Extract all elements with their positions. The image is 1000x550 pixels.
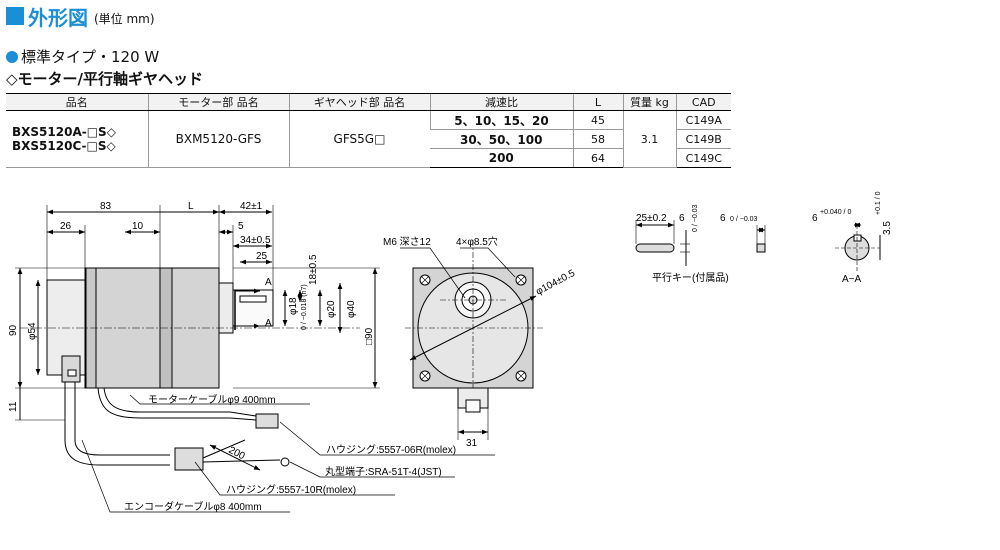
- dim-10: 10: [132, 221, 144, 232]
- gear-pilot: [218, 282, 234, 334]
- dim-83: 83: [100, 201, 112, 212]
- key-width: 6: [679, 213, 685, 224]
- th-ratio: 減速比: [429, 93, 573, 111]
- spec-table: 品名 モーター部 品名 ギヤヘッド部 品名 減速比 L 質量 kg CAD BX…: [6, 93, 731, 168]
- dim-sq90: □90: [364, 327, 375, 345]
- section-header: 外形図 (単位 mm): [6, 2, 155, 30]
- dim-L: L: [188, 201, 194, 212]
- aa-depth: 3.5: [882, 221, 893, 235]
- front-view: [400, 240, 545, 440]
- product-name-a: BXS5120A-□S◇: [12, 125, 116, 139]
- aa-width: 6: [812, 213, 818, 224]
- table-row: 200 64 C149C: [6, 148, 731, 168]
- th-mass: 質量 kg: [622, 93, 676, 111]
- product-cell: BXS5120A-□S◇ BXS5120C-□S◇: [6, 110, 148, 168]
- dim-26: 26: [60, 221, 72, 232]
- header-unit: (単位 mm): [94, 11, 155, 26]
- dim-phi18: φ18: [288, 297, 299, 315]
- parallel-key: [635, 220, 766, 266]
- cad-cell: C149C: [675, 148, 731, 168]
- th-motor: モーター部 品名: [147, 93, 289, 111]
- L-cell: 45: [572, 110, 623, 130]
- th-gearhead: ギヤヘッド部 品名: [288, 93, 430, 111]
- table-header-row: 品名 モーター部 品名 ギヤヘッド部 品名 減速比 L 質量 kg CAD: [6, 93, 731, 111]
- cad-cell: C149A: [675, 110, 731, 130]
- subtitle: 標準タイプ・120 W: [6, 46, 159, 67]
- dim-phi54: φ54: [27, 322, 38, 340]
- motor-cable-label: モーターケーブルφ9 400mm: [148, 393, 276, 406]
- section-A-top: A: [265, 277, 272, 288]
- key-height: 6: [720, 213, 726, 224]
- dim-18: 18±0.5: [308, 254, 319, 285]
- table-row: BXS5120A-□S◇ BXS5120C-□S◇ BXM5120-GFS GF…: [6, 110, 731, 168]
- mount-holes: [419, 274, 527, 382]
- key-height-tol: 0 / −0.03: [730, 216, 758, 223]
- dim-phi40: φ40: [346, 300, 357, 318]
- phi104-label: φ104±0.5: [534, 268, 577, 298]
- housing1-label: ハウジング:5557-06R(molex): [326, 443, 456, 456]
- dim-31: 31: [466, 438, 478, 449]
- holes-label: 4×φ8.5穴: [456, 235, 498, 248]
- m6-label: M6 深さ12: [383, 236, 431, 248]
- key-caption: 平行キー(付属品): [652, 271, 729, 284]
- L-cell: 58: [572, 129, 623, 149]
- encoder-cable-label: エンコーダケーブルφ8 400mm: [124, 500, 262, 513]
- dim-200: 200: [227, 445, 247, 463]
- motor-cell: BXM5120-GFS: [147, 110, 289, 168]
- side-view: [15, 205, 495, 513]
- key-width-tol: 0 / −0.03: [692, 204, 699, 232]
- cad-cell: C149B: [675, 129, 731, 149]
- dim-34: 34±0.5: [240, 235, 271, 246]
- th-cad: CAD: [675, 93, 731, 111]
- bullet-dot-icon: [6, 50, 18, 63]
- th-product: 品名: [6, 93, 148, 111]
- table-row: 30、50、100 58 C149B: [6, 129, 731, 149]
- section-aa: [835, 222, 881, 272]
- dim-25: 25: [256, 251, 268, 262]
- ratio-cell: 30、50、100: [430, 129, 573, 149]
- aa-width-tol: +0.040 / 0: [820, 209, 851, 216]
- mass-cell: 3.1: [622, 110, 676, 168]
- key-length: 25±0.2: [636, 213, 667, 224]
- subtitle-text: 標準タイプ・120 W: [21, 48, 160, 66]
- ratio-cell: 200: [430, 148, 573, 168]
- dim-90: 90: [8, 324, 19, 336]
- aa-depth-tol: +0.1 / 0: [875, 191, 882, 215]
- product-name-c: BXS5120C-□S◇: [12, 139, 116, 153]
- aa-caption: A−A: [842, 274, 862, 285]
- housing2-label: ハウジング:5557-10R(molex): [226, 483, 356, 496]
- dim-5: 5: [238, 221, 244, 232]
- dim-11: 11: [8, 401, 19, 412]
- header-square-icon: [6, 7, 24, 25]
- ratio-cell: 5、10、15、20: [429, 110, 573, 130]
- subtitle2: ◇モーター/平行軸ギヤヘッド: [6, 70, 204, 88]
- dim-phi20: φ20: [326, 300, 337, 318]
- header-title: 外形図: [28, 5, 88, 30]
- th-L: L: [572, 93, 623, 111]
- L-cell: 64: [572, 148, 623, 168]
- gearhead-cell: GFS5G□: [288, 110, 430, 168]
- terminal-label: 丸型端子:SRA-51T-4(JST): [325, 465, 442, 478]
- section-A-bottom: A: [265, 318, 272, 329]
- dim-phi18-tol: 0 / −0.018 (h7): [301, 284, 308, 330]
- dim-42: 42±1: [240, 201, 263, 212]
